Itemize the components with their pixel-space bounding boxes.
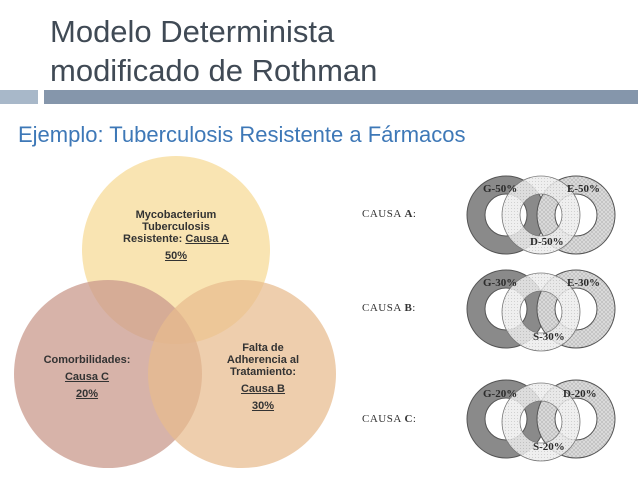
venn-a-line3-prefix: Resistente: — [123, 233, 186, 245]
venn-label-causa-b: Falta de Adherencia al Tratamiento: Caus… — [203, 342, 323, 412]
venn-b-line3: Tratamiento: — [229, 366, 296, 378]
title-divider-right — [44, 90, 638, 104]
ring-d-c — [537, 380, 615, 458]
ring-label-g-b: G-30% — [483, 277, 517, 289]
venn-b-line2: Adherencia al — [226, 354, 300, 366]
venn-b-line1: Falta de — [242, 342, 284, 354]
venn-circle-causa-c — [14, 280, 202, 468]
ring-e-a — [537, 176, 615, 254]
title-divider-left — [0, 90, 38, 104]
ring-label-bottom-c: S-20% — [533, 441, 565, 453]
causa-b-label: CAUSA B: — [362, 302, 416, 314]
ring-label-right-c: D-20% — [563, 388, 597, 400]
ring-label-right-b: E-30% — [567, 277, 600, 289]
venn-a-pct: 50% — [164, 250, 188, 262]
ring-label-bottom-a: D-50% — [530, 236, 564, 248]
venn-label-causa-a: Mycobacterium Tuberculosis Resistente: C… — [106, 209, 246, 262]
venn-a-line2: Tuberculosis — [142, 221, 210, 233]
causa-c-rings: G-20% D-20% S-20% — [466, 379, 616, 462]
venn-c-line1: Comorbilidades: — [43, 354, 131, 366]
causa-b-rings: G-30% E-30% S-30% — [466, 269, 616, 352]
ring-s-b — [502, 273, 580, 351]
ring-s-c — [502, 383, 580, 461]
venn-a-line1: Mycobacterium — [135, 209, 217, 221]
slide-title: Modelo Determinista modificado de Rothma… — [50, 12, 377, 90]
ring-label-g-a: G-50% — [483, 183, 517, 195]
slide-subtitle: Ejemplo: Tuberculosis Resistente a Fárma… — [18, 122, 466, 147]
ring-e-b — [537, 270, 615, 348]
ring-g-c — [467, 380, 545, 458]
causa-c-label: CAUSA C: — [362, 413, 417, 425]
ring-d-a — [502, 176, 580, 254]
venn-c-pct: 20% — [75, 388, 99, 400]
ring-g-b — [467, 270, 545, 348]
venn-c-cause: Causa C — [64, 371, 110, 383]
ring-label-g-c: G-20% — [483, 388, 517, 400]
title-line-1: Modelo Determinista — [50, 14, 335, 49]
venn-diagram — [14, 156, 336, 468]
venn-label-causa-c: Comorbilidades: Causa C 20% — [22, 354, 152, 400]
title-line-2: modificado de Rothman — [50, 53, 378, 88]
ring-label-right-a: E-50% — [567, 183, 600, 195]
ring-g-a — [467, 176, 545, 254]
venn-circle-causa-b — [148, 280, 336, 468]
venn-b-pct: 30% — [251, 400, 275, 412]
causa-a-rings: G-50% E-50% D-50% — [466, 175, 616, 255]
causa-a-label: CAUSA A: — [362, 208, 417, 220]
venn-b-cause: Causa B — [240, 383, 286, 395]
ring-label-bottom-b: S-30% — [533, 331, 565, 343]
venn-a-cause: Causa A — [185, 233, 229, 245]
